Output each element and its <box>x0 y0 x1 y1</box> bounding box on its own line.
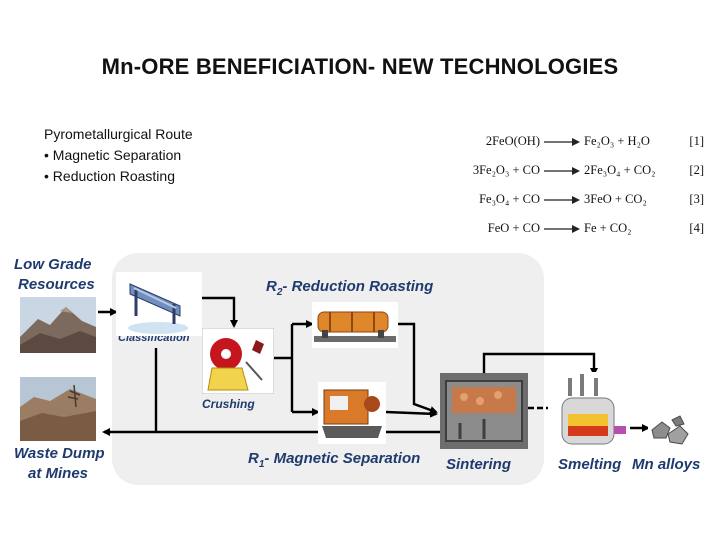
magnetic-separator-icon <box>318 382 386 444</box>
arrow-magnetic-to-sintering <box>385 409 438 418</box>
equation-rhs: 2Fe₃O₄ + CO₂ <box>584 163 656 177</box>
crusher-machine-icon <box>202 328 274 394</box>
equation-1: 2FeO(OH) Fe₂O₃ + H₂O [1] <box>428 132 710 152</box>
equation-2: 3Fe₂O₃ + CO 2Fe₃O₄ + CO₂ [2] <box>428 161 710 181</box>
equation-rhs: 3FeO + CO₂ <box>584 192 647 206</box>
mn-alloys-label: Mn alloys <box>632 456 701 473</box>
equation-number: [4] <box>689 221 704 235</box>
route-list: Pyrometallurgical Route • Magnetic Separ… <box>44 124 193 187</box>
equation-rhs: Fe + CO₂ <box>584 221 632 235</box>
arrow-classification-to-crushing <box>188 296 238 328</box>
page-title: Mn-ORE BENEFICIATION- NEW TECHNOLOGIES <box>101 54 619 79</box>
equation-number: [2] <box>689 163 704 177</box>
sintering-photo <box>440 373 528 449</box>
ore-mountain-photo <box>20 297 96 353</box>
reaction-arrow-icon <box>544 225 580 233</box>
equation-number: [1] <box>689 134 704 148</box>
crushing-label: Crushing <box>202 397 255 411</box>
arrow-roasting-to-sintering <box>398 322 438 414</box>
equation-4: FeO + CO Fe + CO₂ [4] <box>428 219 710 239</box>
route-heading: Pyrometallurgical Route <box>44 126 193 142</box>
equation-lhs: 2FeO(OH) <box>485 134 540 148</box>
low-grade-resources-label: Low Grade Resources <box>14 256 95 293</box>
reaction-arrow-icon <box>544 196 580 204</box>
reduction-roasting-label: R2- Reduction Roasting <box>266 278 434 298</box>
reaction-arrow-icon <box>544 138 580 146</box>
equation-lhs: 3Fe₂O₃ + CO <box>472 163 540 177</box>
rotary-kiln-icon <box>312 302 398 348</box>
smelting-furnace-icon <box>556 372 630 452</box>
equation-rhs: Fe₂O₃ + H₂O <box>584 134 650 148</box>
equation-number: [3] <box>689 192 704 206</box>
route-item-roasting: • Reduction Roasting <box>44 168 175 184</box>
equation-3: Fe₃O₄ + CO 3FeO + CO₂ [3] <box>428 190 710 210</box>
waste-dump-photo <box>20 377 96 441</box>
sintering-label: Sintering <box>446 456 512 473</box>
smelting-label: Smelting <box>558 456 622 473</box>
route-item-magnetic: • Magnetic Separation <box>44 147 182 163</box>
equation-lhs: Fe₃O₄ + CO <box>479 192 540 206</box>
equation-lhs: FeO + CO <box>487 221 540 235</box>
waste-dump-label: Waste Dump at Mines <box>14 445 105 482</box>
arrow-sintering-to-smelting <box>482 352 598 376</box>
magnetic-separation-label: R1- Magnetic Separation <box>248 450 421 470</box>
mn-alloy-lumps-icon <box>648 412 692 448</box>
classification-screen-icon <box>116 272 202 336</box>
reaction-arrow-icon <box>544 167 580 175</box>
